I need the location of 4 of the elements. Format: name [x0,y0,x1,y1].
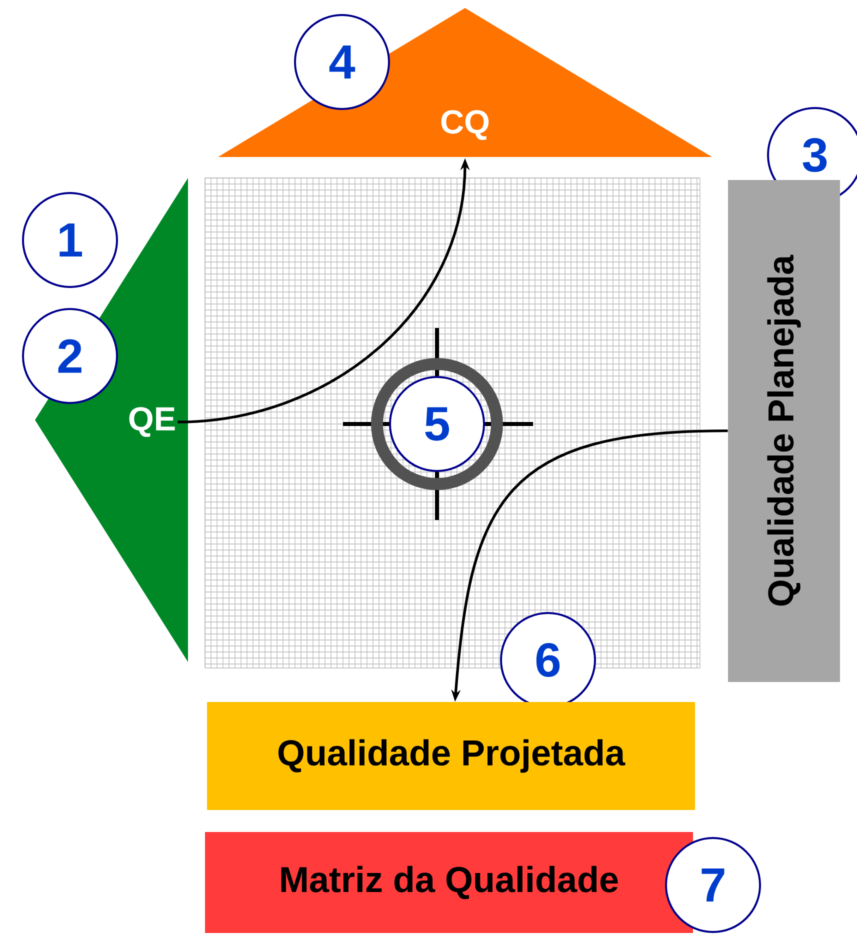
node-label: 7 [702,868,724,902]
label-bar: Qualidade Projetada [207,702,695,810]
label-bar: Matriz da Qualidade [205,832,693,934]
label-bar: Qualidade Planejada [728,180,840,682]
